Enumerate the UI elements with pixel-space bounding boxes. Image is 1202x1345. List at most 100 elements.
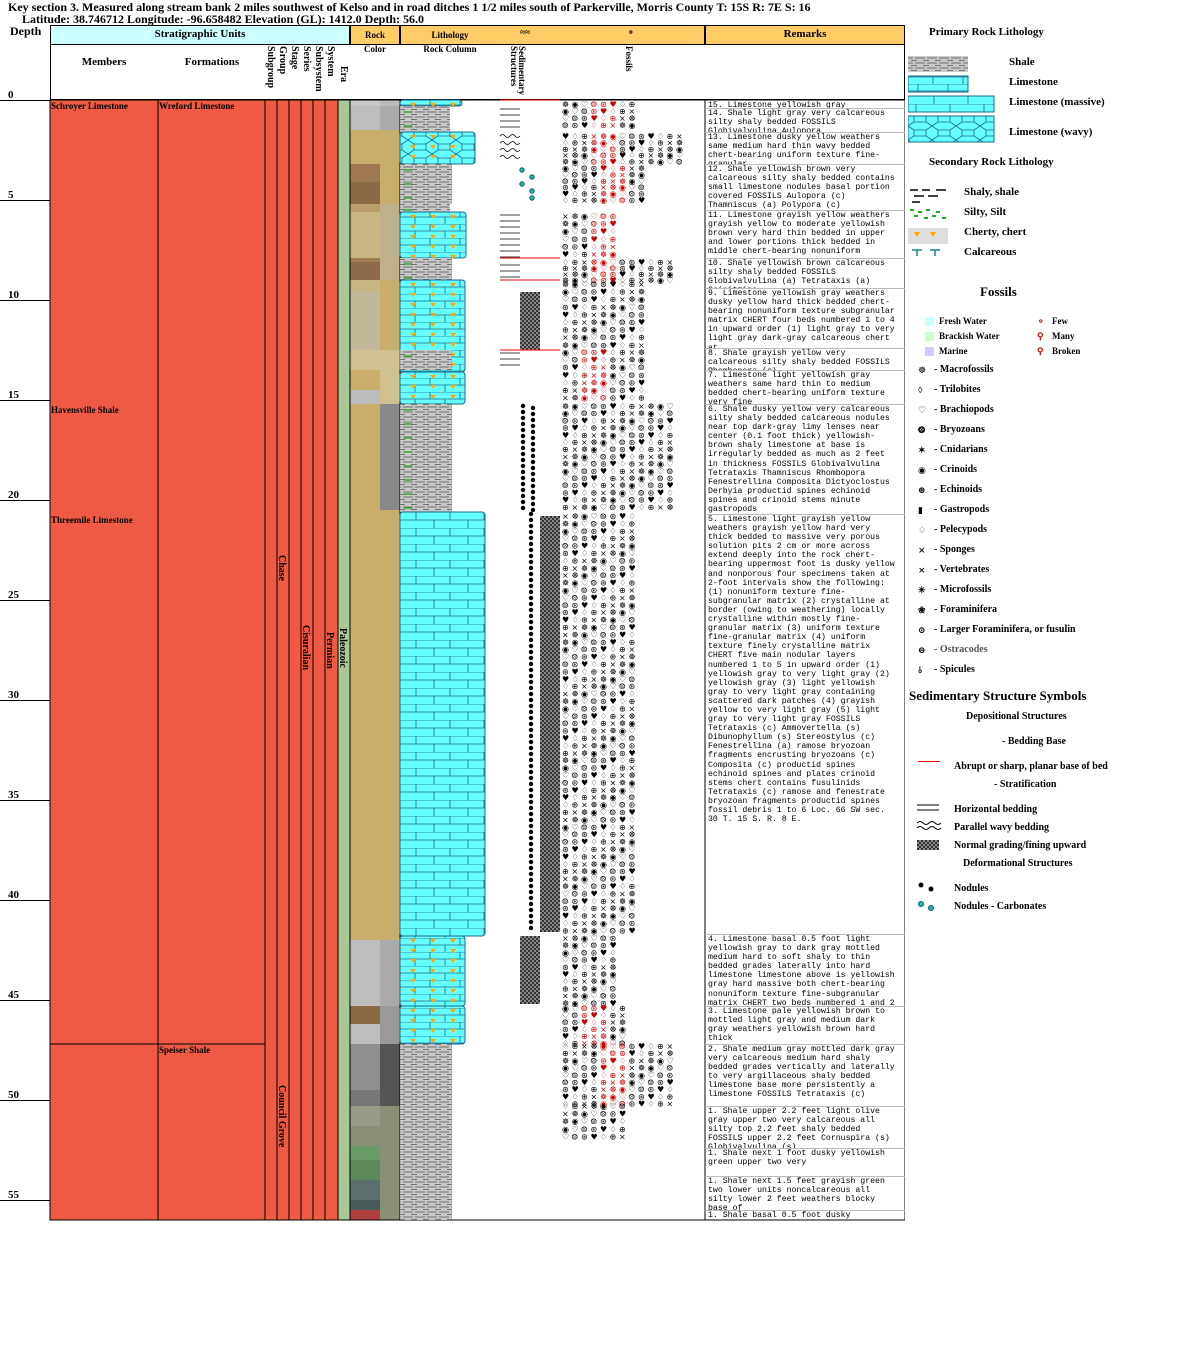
remark-divider [705,132,905,133]
fossil-symbol-icon: ◉ [619,786,626,795]
nodule [520,475,526,481]
fossil-symbol-icon: ♡ [600,264,607,273]
fossil-symbol-icon: ⊕ [619,107,626,116]
fossil-symbol-icon: ⊛ [638,431,645,440]
remark-text: 12. Shale yellowish brown very calcareou… [708,165,895,211]
fossil-symbol-icon: ⨯ [629,409,636,418]
fossil-symbol-icon: ♢ [562,318,569,327]
rock-color-band [350,292,380,350]
fossil-symbol-icon: ⨯ [676,132,683,141]
fossil-symbol-icon: ♡ [619,1032,626,1041]
fossil-symbol-icon: ◉ [610,616,617,625]
fossil-symbol-icon: ◉ [657,402,664,411]
chert-marker [450,255,456,259]
nodule [528,829,534,835]
rock-column-bed [400,204,450,212]
fossil-symbol-icon: ⨷ [600,452,607,461]
chert-marker [410,989,416,993]
fossil-symbol-icon: ⨯ [562,452,569,461]
fossil-symbol-icon: ♢ [610,288,617,297]
fossil-symbol-icon: ⨯ [572,749,579,758]
fossil-symbol-icon: ♡ [562,356,569,365]
fossil-symbol-icon: ⨯ [600,727,607,736]
fossil-symbol-icon: ⨯ [572,984,579,993]
remarks-header [705,25,905,45]
fossil-symbol-icon: ⨯ [572,623,579,632]
fossil-symbol-icon: ♡ [619,675,626,684]
fossil-symbol-icon: ☸ [581,564,588,573]
legend-abrupt: Abrupt or sharp, planar base of bed [954,761,1108,772]
fossil-symbol-icon: ♡ [562,830,569,839]
fossil-symbol-icon: ♥ [591,712,598,721]
fossil-symbol-icon: ⊕ [648,503,655,512]
fossil-symbol-icon: ⨯ [600,183,607,192]
fossil-symbol-icon: ♢ [600,653,607,662]
fossil-symbol-icon: ♢ [648,1042,655,1051]
rock-color-band [380,164,400,204]
fossil-symbol-icon: ♢ [610,227,617,236]
remark-divider [705,288,905,289]
fossil-symbol-icon: ♥ [600,1004,607,1013]
fossil-symbol-icon: ⨷ [667,409,674,418]
fossil-symbol-icon: ♥ [638,378,645,387]
fossil-symbol-icon: ♥ [600,1064,607,1073]
fossil-symbol-icon: ♢ [581,608,588,617]
fossil-symbol-icon: ☸ [638,409,645,418]
fossil-symbol-icon: ♢ [619,638,626,647]
chert-marker [430,283,436,287]
remark-divider [705,258,905,259]
fossil-symbol-icon: ⊛ [610,394,617,403]
fossil-symbol-icon: ♥ [562,310,569,319]
nodule [528,805,534,811]
fossil-symbol-icon: ◉ [562,823,569,832]
fossil-symbol-icon: ⊛ [562,488,569,497]
fossil-symbol-icon: ⊛ [591,288,598,297]
fossil-symbol-icon: ◉ [629,416,636,425]
subgroup-header: Subgroup [265,46,276,89]
fossil-symbol-icon: ♡ [619,616,626,625]
fossil-symbol-icon: ⊕ [572,1102,579,1111]
legend-nodule-swatches [918,882,934,911]
fossil-symbol-icon: ⨯ [648,151,655,160]
series-cisuralian: Cisuralian [300,625,311,671]
fossil-symbol-icon: ⨷ [638,488,645,497]
fossil-symbol-icon: ◉ [572,756,579,765]
remark-text: 13. Limestone dusky yellow weathers same… [708,133,885,165]
fossil-symbol-icon: ♢ [629,151,636,160]
fossil-symbol-icon: ☸ [591,741,598,750]
fossil-symbol-icon: ⨯ [572,386,579,395]
chert-marker [410,245,416,249]
fossil-symbol-icon: ♢ [657,1092,664,1101]
fossil-symbol-icon: ♡ [667,402,674,411]
fossil-symbol-icon: ☸ [610,667,617,676]
fossil-symbol-icon: ♢ [619,882,626,891]
fossil-symbol-icon: ⊛ [591,1125,598,1134]
fossil-symbol-icon: ♥ [638,138,645,147]
remark-divider [705,404,905,405]
chert-marker [410,969,416,973]
chert-marker [450,313,456,317]
fossil-symbol-icon: ⨷ [591,1117,598,1126]
fossil-symbol-icon: ⊛ [581,534,588,543]
chert-marker [430,333,436,337]
fossil-symbol-icon: ⨷ [581,1125,588,1134]
fossil-symbol-icon: ♡ [667,276,674,285]
fossil-symbol-icon: ⊕ [600,481,607,490]
fossil-symbol-icon: ⨷ [572,474,579,483]
nodule [530,501,536,507]
fossil-symbol-icon: ◉ [638,1071,645,1080]
legend-sed-swatches [917,804,942,850]
nodule [528,817,534,823]
era-paleozoic: Paleozoic [337,628,348,668]
fossil-symbol-icon: ⊕ [629,638,636,647]
fossil-symbol-icon: ⨯ [610,542,617,551]
fossil-symbol-icon: ♥ [572,608,579,617]
legend-few: Few [1052,316,1068,326]
fossil-symbol-icon: ⨯ [562,512,569,521]
chert-marker [430,385,436,389]
fossil-symbol-icon: ☸ [657,151,664,160]
member-schroyer: Schroyer Limestone [51,101,128,111]
nodule [520,457,526,463]
fossil-symbol-icon: ◉ [562,645,569,654]
fossil-symbol-icon: ♢ [600,889,607,898]
